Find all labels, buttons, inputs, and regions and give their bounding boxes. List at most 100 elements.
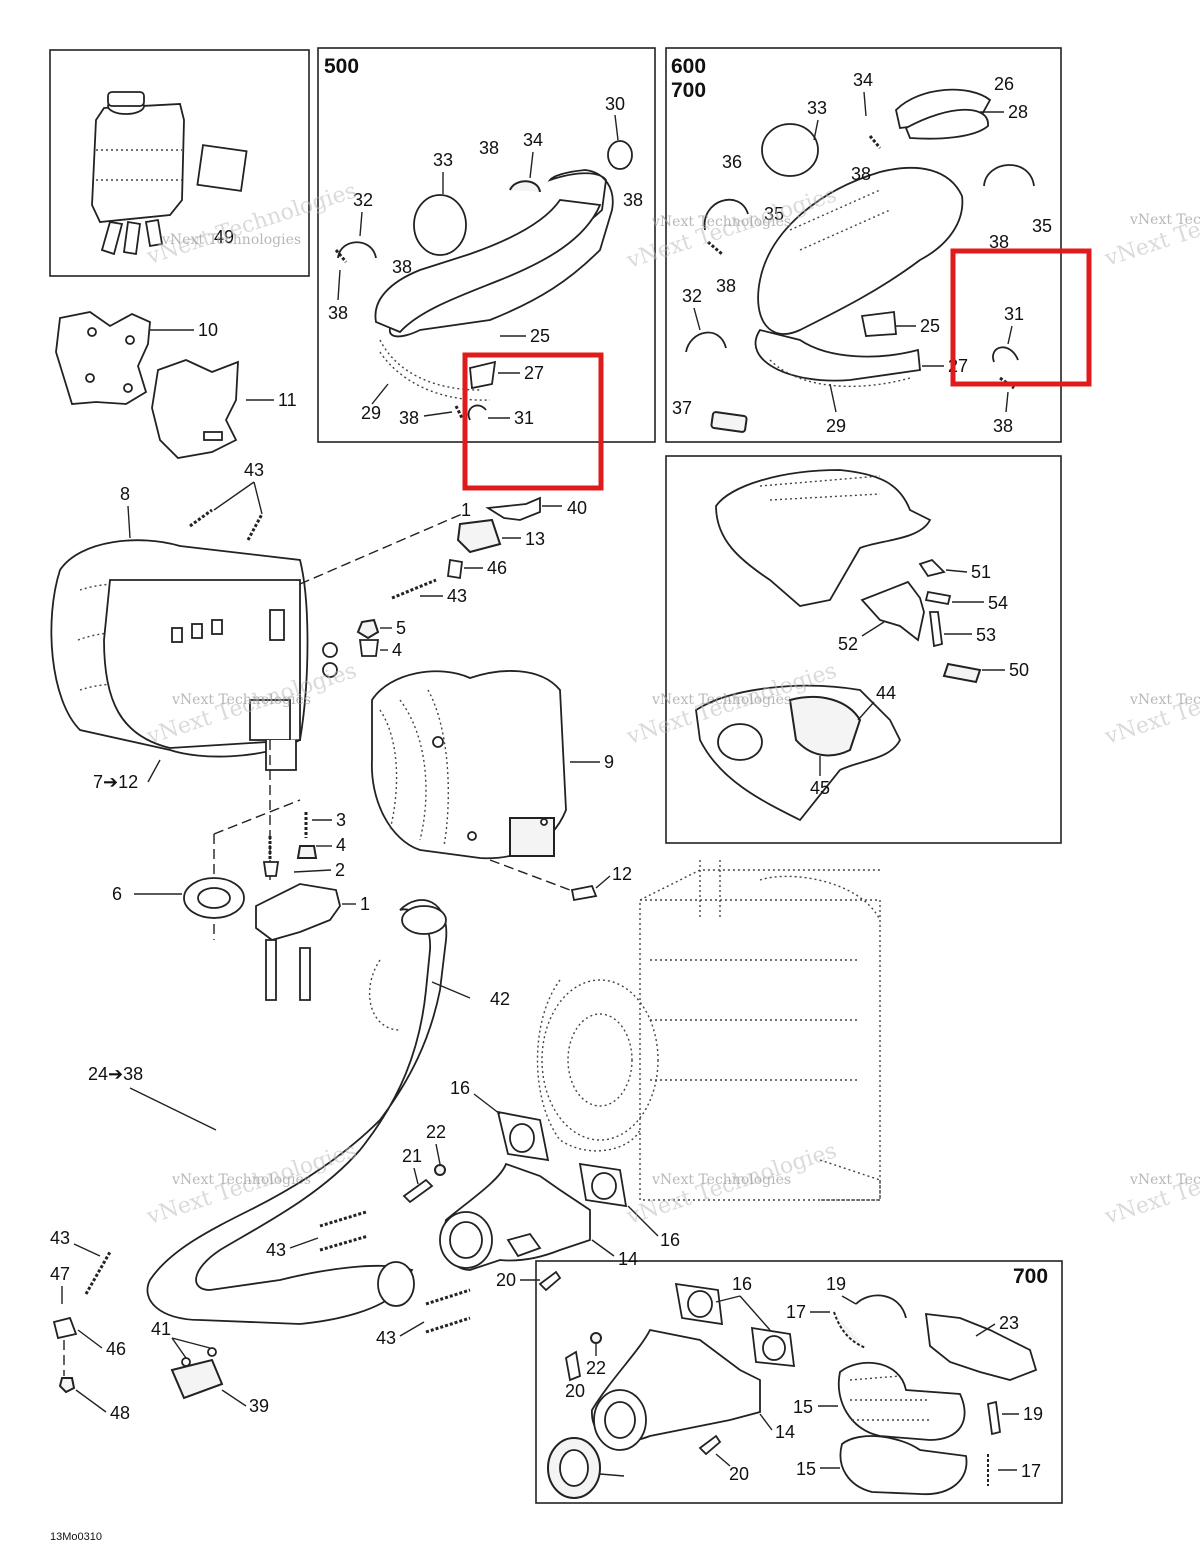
spring-38-500a [334,249,348,263]
spring-38-600c [707,240,723,256]
callout-46b: 46 [106,1339,126,1359]
callout-5: 5 [396,618,406,638]
callout-43-c: 43 [447,586,467,606]
callout-20a: 20 [496,1270,516,1290]
callout-15a: 15 [793,1397,813,1417]
svg-text:vNext Technologies: vNext Technologies [171,1172,311,1188]
callout-41: 41 [151,1319,171,1339]
callout-28: 28 [1008,102,1028,122]
callout-20b: 20 [565,1381,585,1401]
oil-tank [91,91,248,256]
clamp-33-500 [413,194,467,256]
gasket-37-600 [710,411,748,433]
callout-27: 27 [524,363,544,383]
gasket-11 [151,359,239,459]
callout-43-e: 43 [376,1328,396,1348]
sleeve-18 [547,1437,601,1499]
panel-cover [665,455,1062,844]
callout-4: 4 [392,640,402,660]
callout-38-500c: 38 [392,257,412,277]
callout-3: 3 [336,810,346,830]
callout-47: 47 [50,1264,70,1284]
callout-31: 31 [514,408,534,428]
spring-17 [833,1311,867,1349]
callout-49: 49 [214,227,234,247]
callout-7-12: 7➔12 [93,772,138,792]
callout-31-600: 31 [1004,304,1024,324]
callout-1: 1 [360,894,370,914]
callout-34-600: 34 [853,70,873,90]
label-50 [942,662,982,684]
assembly-line-a [299,513,463,585]
clip-46 [446,558,464,580]
svg-text:vNext Technologies: vNext Technologies [651,1172,791,1188]
assembly-line-d [213,799,301,835]
callout-53: 53 [976,625,996,645]
model-label-500: 500 [324,55,359,78]
callout-48: 48 [110,1403,130,1423]
gasket-16a [496,1110,550,1162]
main-tuned-pipe [146,899,448,1325]
spring-38-600a [868,135,882,149]
clamp-33-600 [761,123,819,177]
clip-19b [987,1400,1001,1436]
gasket-10 [55,311,151,405]
svg-text:vNext Technologies: vNext Technologies [651,214,791,230]
callout-22: 22 [426,1122,446,1142]
clamp-19 [855,1294,907,1319]
callout-29: 29 [361,403,381,423]
bolt-20c [698,1434,722,1456]
callout-16c: 16 [732,1274,752,1294]
callout-9: 9 [604,752,614,772]
callout-39: 39 [249,1396,269,1416]
callout-42: 42 [490,989,510,1009]
plate-54 [924,590,952,606]
stud-a [265,939,277,1001]
rubber-mount-13 [456,518,502,554]
callout-35: 35 [1032,216,1052,236]
svg-text:vNext Technologies: vNext Technologies [171,692,311,708]
bolt-20 [538,1270,562,1292]
heat-shield-28-600 [904,108,989,140]
bolt-41a [181,1357,191,1367]
clamp-32-600 [685,331,727,353]
gasket-16d [750,1326,796,1368]
bushing-4 [358,639,380,657]
model-label-600: 600 [671,55,706,78]
nut-48 [58,1377,76,1394]
bolt-21 [402,1178,434,1204]
clamp-34-500 [509,180,541,193]
tuned-pipe-500 [374,169,614,401]
callout-11: 11 [278,390,297,410]
callout-14: 14 [618,1249,638,1269]
panel-600-700 [665,47,1062,443]
clip-46b [52,1316,78,1340]
mount-bracket-1 [255,883,341,941]
spring-43-b2 [84,1251,112,1295]
gasket-23 [924,1312,1038,1381]
callout-32-600: 32 [682,286,702,306]
callout-37: 37 [672,398,692,418]
callout-43-d: 43 [266,1240,286,1260]
callout-46: 46 [487,558,507,578]
svg-text:vNext Technologies: vNext Technologies [651,692,791,708]
washer-22 [434,1164,446,1176]
callout-19: 19 [826,1274,846,1294]
callout-25-600: 25 [920,316,940,336]
clamp-36-600 [703,198,749,231]
bolt-41b [207,1347,217,1357]
spring-43-d1 [319,1210,367,1228]
plate-51 [918,558,946,578]
callout-38-500d: 38 [328,303,348,323]
model-label-700a: 700 [671,79,706,102]
spring-43-d2 [319,1234,369,1252]
callout-51: 51 [971,562,991,582]
washer-22b [590,1332,602,1344]
gasket-16c [674,1282,724,1326]
callout-13: 13 [525,529,545,549]
gasket-16b [578,1162,628,1208]
clamp-32-500 [337,241,377,259]
callout-24-38: 24➔38 [88,1064,143,1084]
spring-38-500b [454,405,464,419]
